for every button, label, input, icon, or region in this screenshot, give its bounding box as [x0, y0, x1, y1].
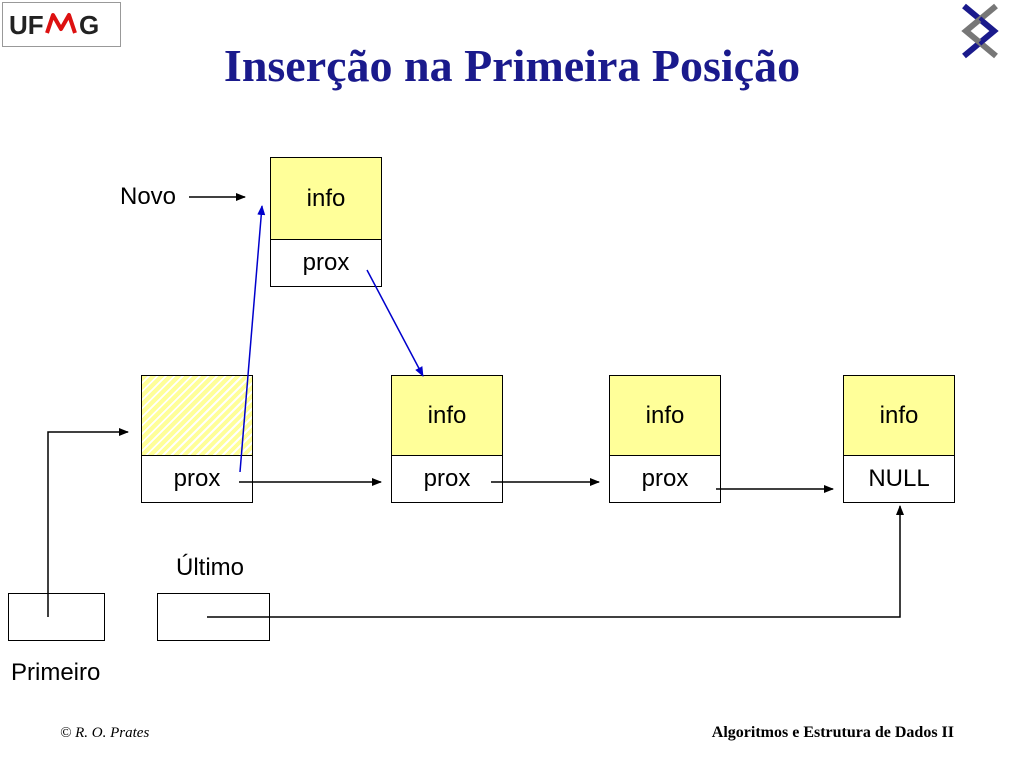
list-node-2-prox: prox — [641, 465, 689, 492]
head-node-prox: prox — [173, 465, 221, 492]
head-to-new-arrow — [239, 205, 266, 473]
list-node-3: info NULL — [843, 375, 955, 503]
dcc-logo — [961, 3, 999, 59]
head-node: prox — [141, 375, 253, 503]
list-node-3-null: NULL — [868, 465, 930, 492]
ufmg-logo: UF G — [2, 2, 121, 47]
list-node-1-prox: prox — [423, 465, 471, 492]
primeiro-pointer-box — [8, 593, 105, 641]
ufmg-logo-graphic: UF G — [9, 10, 99, 40]
svg-text:G: G — [79, 10, 99, 40]
list-node-3-info: info — [844, 376, 954, 456]
new-node-info: info — [271, 158, 381, 240]
list-node-1-info: info — [392, 376, 502, 456]
novo-label: Novo — [120, 183, 177, 210]
new-node-prox: prox — [302, 249, 350, 276]
page-title: Inserção na Primeira Posição — [223, 40, 801, 91]
footer-course: Algoritmos e Estrutura de Dados II — [711, 724, 954, 741]
list-node-2: info prox — [609, 375, 721, 503]
primeiro-label: Primeiro — [11, 659, 101, 686]
new-node: info prox — [270, 157, 382, 287]
svg-text:UF: UF — [9, 10, 44, 40]
primeiro-arrow — [47, 428, 129, 617]
list-node-1: info prox — [391, 375, 503, 503]
footer-author: © R. O. Prates — [60, 725, 150, 741]
ultimo-arrow — [207, 505, 904, 618]
new-to-node1-arrow — [366, 269, 424, 377]
head-node-info — [142, 376, 252, 456]
list-node-2-info: info — [610, 376, 720, 456]
ultimo-label: Último — [176, 554, 245, 581]
